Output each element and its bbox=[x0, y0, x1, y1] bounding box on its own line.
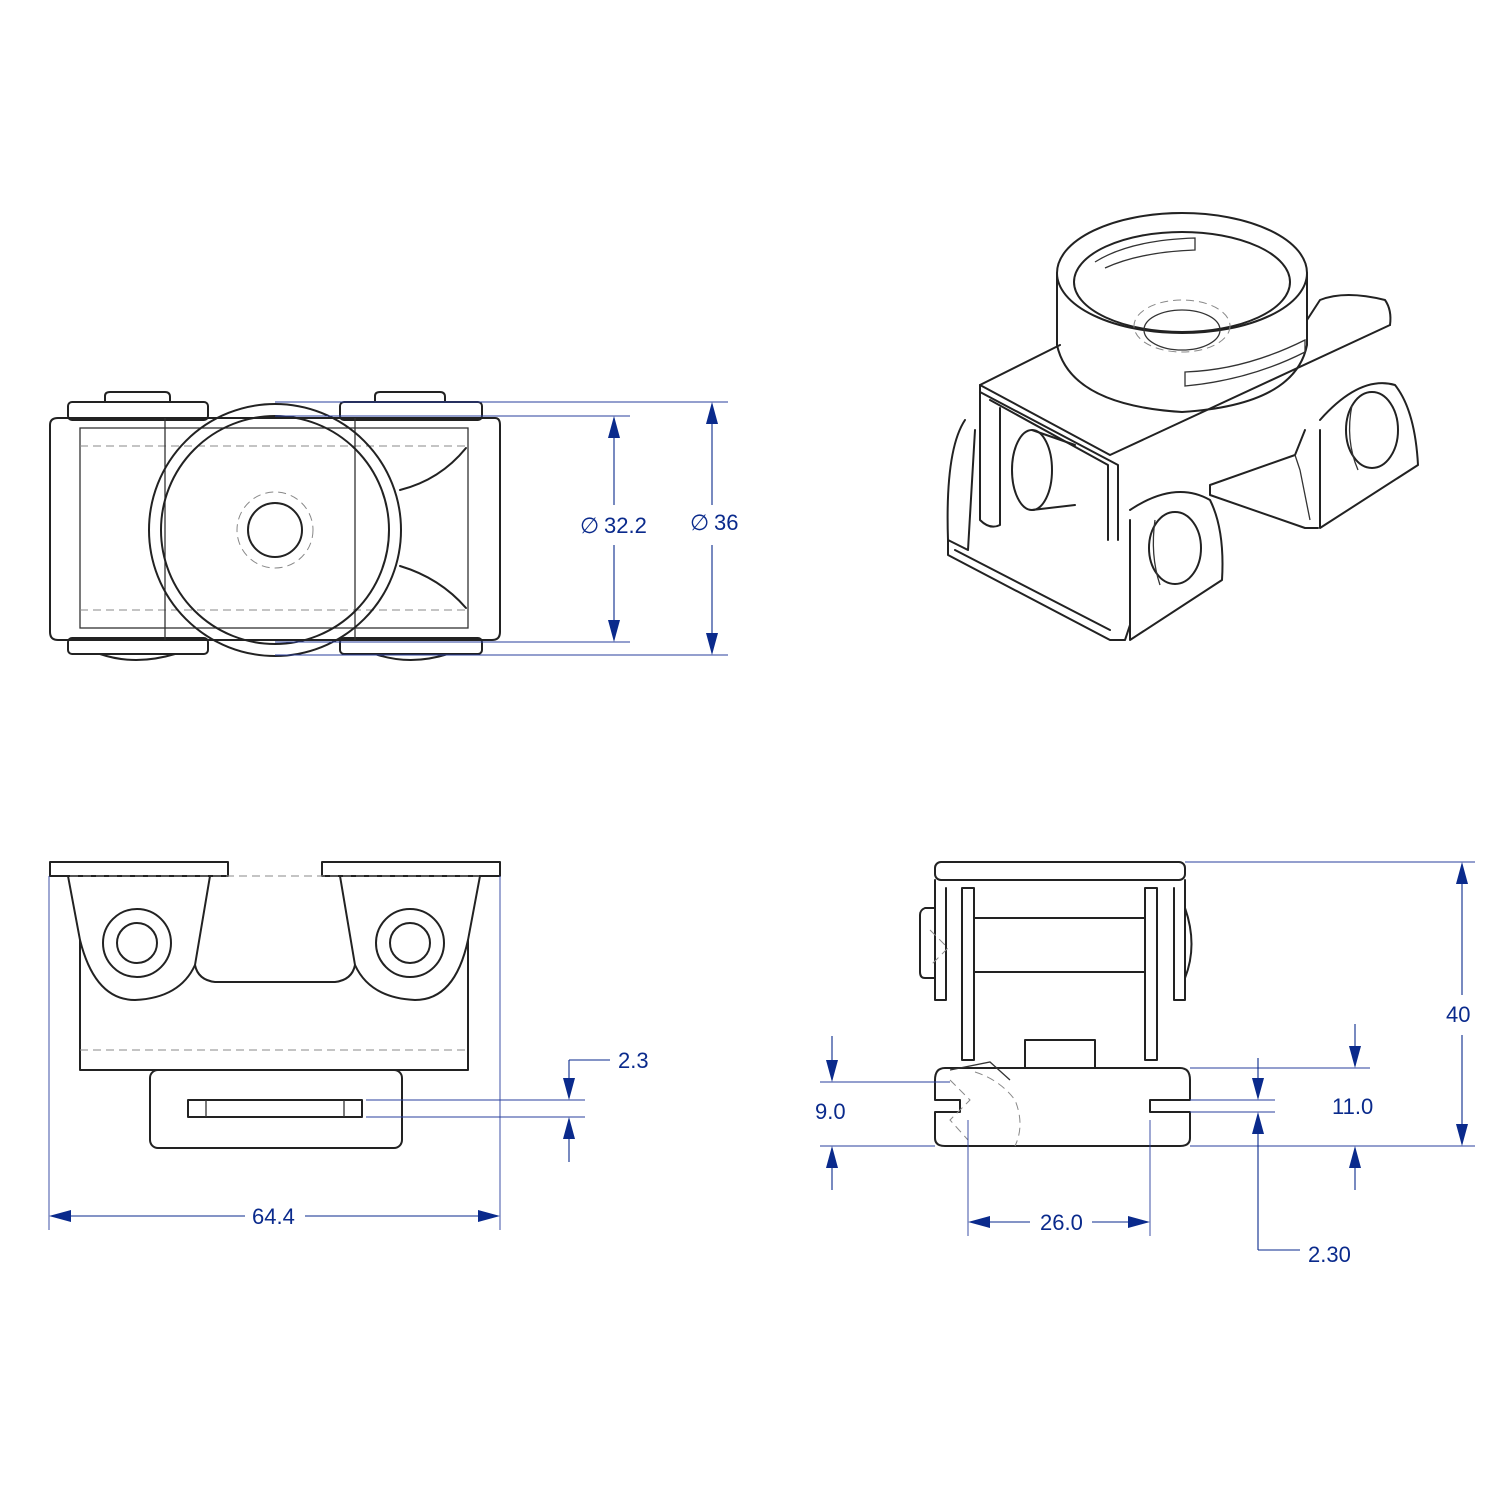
side-view: 40 9.0 11.0 2.30 26.0 bbox=[815, 861, 1475, 1267]
dim-overall-width: 64.4 bbox=[252, 1204, 295, 1229]
dim-overall-height: 40 bbox=[1446, 1002, 1470, 1027]
diameter-symbol-inner: ∅ bbox=[580, 514, 599, 539]
front-view: 2.3 64.4 bbox=[48, 861, 649, 1230]
dim-base-height: 9.0 bbox=[815, 1099, 846, 1124]
top-view: ∅ 32.2 ∅ 36 bbox=[49, 391, 738, 661]
dim-diameter-outer: 36 bbox=[714, 510, 738, 535]
dim-slot-depth: 2.30 bbox=[1308, 1242, 1351, 1267]
isometric-view bbox=[946, 212, 1419, 641]
dim-diameter-inner: 32.2 bbox=[604, 513, 647, 538]
dim-slot-height: 2.3 bbox=[618, 1048, 649, 1073]
diameter-symbol-outer: ∅ bbox=[690, 511, 709, 536]
dim-slot-width: 26.0 bbox=[1040, 1210, 1083, 1235]
dim-slot-offset: 11.0 bbox=[1332, 1094, 1373, 1119]
